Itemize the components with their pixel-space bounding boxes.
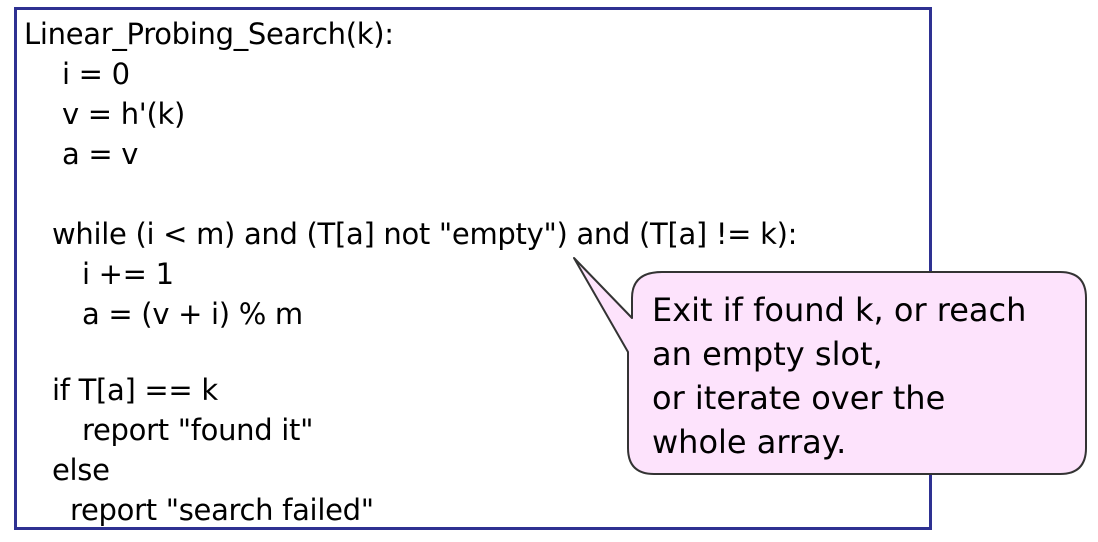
code-line-else: else [52,453,110,487]
code-line-init-v: v = h'(k) [62,97,185,131]
code-line-init-i: i = 0 [62,57,130,91]
code-line-report-failed: report "search failed" [70,493,374,527]
code-line-while: while (i < m) and (T[a] not "empty") and… [52,217,798,251]
callout-line-4: whole array. [652,423,847,461]
code-line-init-a: a = v [62,137,139,171]
callout-line-1: Exit if found k, or reach [652,291,1027,329]
code-line-update-a: a = (v + i) % m [82,297,303,331]
callout-line-3: or iterate over the [652,379,946,417]
code-line-function-header: Linear_Probing_Search(k): [24,17,394,51]
code-line-report-found: report "found it" [82,413,314,447]
callout-line-2: an empty slot, [652,335,883,373]
code-line-increment: i += 1 [82,257,174,291]
callout-text: Exit if found k, or reach an empty slot,… [652,288,1072,464]
code-line-if: if T[a] == k [52,373,218,407]
